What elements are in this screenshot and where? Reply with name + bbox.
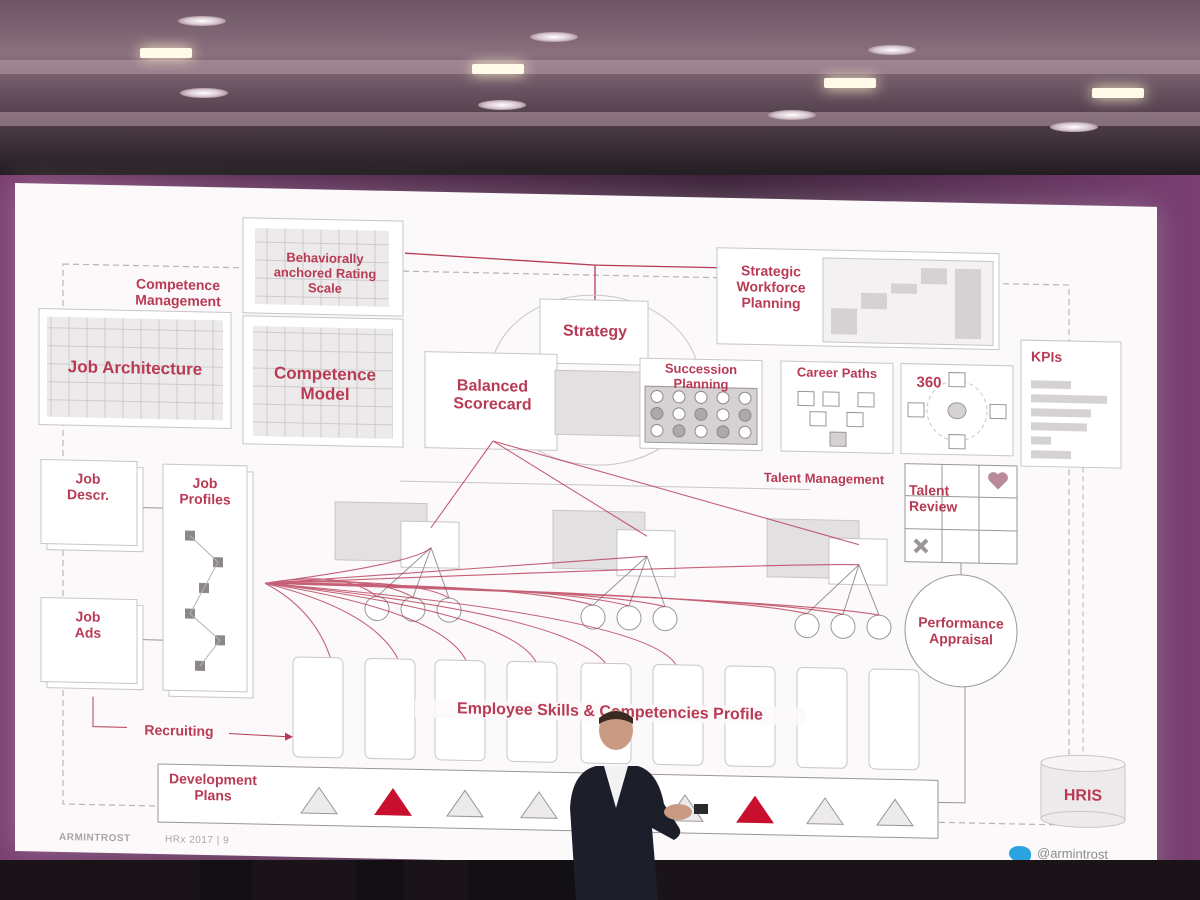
ceiling-light — [472, 64, 524, 74]
career-tree — [797, 390, 875, 447]
job-ads-label: Job Ads — [74, 608, 102, 641]
employee-nodes — [364, 596, 892, 640]
career-paths-box — [780, 360, 894, 454]
job-architecture-grid — [47, 316, 223, 421]
competence-model-label: Competence Model — [273, 363, 377, 404]
speaker-figure — [570, 710, 708, 900]
job-descr-label: Job Descr. — [66, 470, 110, 504]
development-plans-bar — [157, 763, 939, 839]
workforce-planning-label: Strategic Workforce Planning — [736, 262, 806, 312]
development-plans-label: Development Plans — [169, 770, 257, 804]
strategy-box — [539, 298, 649, 366]
talent-management-label: Talent Management — [763, 469, 885, 488]
strategy-label: Strategy — [562, 322, 628, 341]
competence-model-grid — [253, 325, 393, 439]
recruiting-label: Recruiting — [144, 721, 214, 740]
career-paths-label: Career Paths — [796, 364, 878, 382]
strategy-connector — [404, 252, 596, 301]
projection-screen: Competence Management Behaviorally ancho… — [15, 183, 1157, 875]
ceiling-downlight — [868, 45, 916, 55]
stage-monitor — [200, 860, 252, 900]
ceiling-downlight — [478, 100, 526, 110]
stage-monitor — [356, 860, 404, 900]
org-units — [334, 501, 888, 586]
kpis-label: KPIs — [1031, 348, 1063, 365]
ceiling-downlight — [530, 32, 578, 42]
kpis-box — [1020, 339, 1122, 469]
footer-page: HRx 2017 | 9 — [165, 834, 230, 847]
rating-scale-grid — [255, 228, 389, 307]
talent-review-box — [904, 463, 1018, 565]
workforce-chart — [822, 257, 994, 346]
job-profiles-label: Job Profiles — [179, 474, 231, 508]
red-relation-lines — [264, 440, 880, 668]
succession-planning-label: Succession Planning — [664, 360, 738, 392]
footer-brand: ARMINTROST — [59, 831, 131, 845]
ceiling-downlight — [1050, 122, 1098, 132]
ceiling-light — [140, 48, 192, 58]
talent-review-label: Talent Review — [909, 481, 958, 515]
ceiling-downlight — [178, 16, 226, 26]
ceiling — [0, 0, 1200, 180]
ceiling-downlight — [768, 110, 816, 120]
cross-icon — [913, 538, 929, 554]
ceiling-downlight — [180, 88, 228, 98]
ceiling-band — [0, 112, 1200, 126]
rating-scale-label: Behaviorally anchored Rating Scale — [273, 249, 377, 296]
ceiling-light — [824, 78, 876, 88]
three-sixty-label: 360 — [916, 373, 942, 392]
performance-appraisal-label: Performance Appraisal — [918, 613, 1004, 648]
development-triangles — [300, 786, 914, 827]
stage-monitor — [468, 860, 588, 900]
competence-management-label: Competence Management — [135, 275, 221, 310]
hris-label: HRIS — [1063, 786, 1103, 805]
job-architecture-label: Job Architecture — [67, 357, 203, 379]
heart-icon — [988, 472, 1008, 490]
strategy-connector — [595, 264, 720, 269]
ceiling-light — [1092, 88, 1144, 98]
balanced-scorecard-label: Balanced Scorecard — [453, 377, 532, 415]
scorecard-panel — [554, 369, 646, 437]
ceiling-band — [0, 60, 1200, 74]
